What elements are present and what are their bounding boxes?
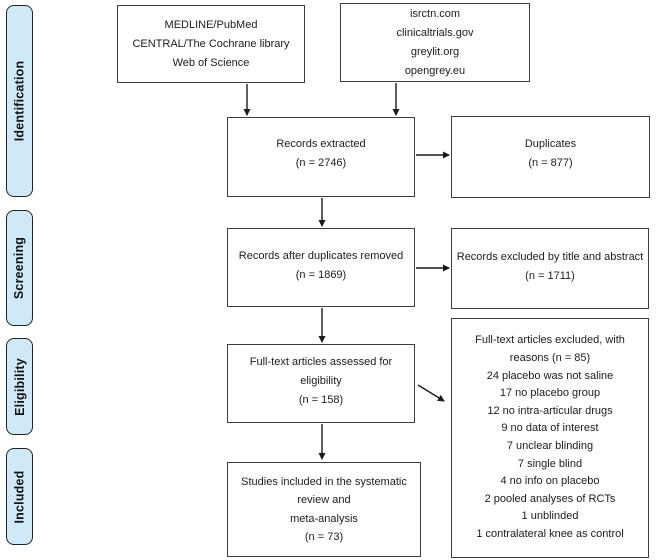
box-records-after-duplicates: Records after duplicates removed (n = 186…: [227, 228, 415, 307]
box-fulltext-excluded-reasons: Full-text articles excluded, with reasons…: [451, 318, 649, 558]
box-line: MEDLINE/PubMed: [164, 18, 258, 31]
box-line: Records after duplicates removed: [238, 250, 404, 262]
box-line: Duplicates: [524, 138, 577, 150]
box-line: 9 no data of interest: [501, 422, 599, 435]
box-line: (n = 158): [298, 394, 344, 406]
box-line: 1 unblinded: [521, 510, 579, 523]
box-duplicates: Duplicates (n = 877): [451, 116, 650, 198]
box-line: clinicaltrials.gov: [396, 26, 474, 39]
box-line: 12 no intra-articular drugs: [487, 404, 613, 417]
box-line: greylit.org: [410, 45, 460, 58]
box-line: 7 unclear blinding: [506, 440, 594, 452]
box-line: (n = 1711): [525, 270, 575, 282]
box-registry-sources: isrctn.com clinicaltrials.gov greylit.org o…: [340, 3, 530, 82]
box-line: Full-text articles assessed for: [249, 356, 393, 368]
box-line: (n = 877): [528, 157, 573, 169]
box-line: review and: [297, 494, 351, 506]
box-line: reasons (n = 85): [509, 352, 591, 365]
stage-eligibility-label: Eligibility: [12, 357, 27, 416]
box-line: Records extracted: [276, 138, 366, 150]
box-line: Web of Science: [172, 56, 250, 69]
box-line: 17 no placebo group: [499, 387, 601, 400]
box-line: meta-analysis: [290, 512, 358, 525]
box-line: 2 pooled analyses of RCTs: [484, 492, 616, 505]
box-line: Full-text articles excluded, with: [475, 334, 625, 347]
box-records-extracted: Records extracted (n = 2746): [227, 117, 415, 197]
box-line: 24 placebo was not saline: [486, 369, 614, 382]
stage-screening-label: Screening: [12, 236, 27, 300]
box-line: opengrey.eu: [404, 64, 466, 77]
arrow-assessed-to-fulltext-excluded: [417, 384, 445, 402]
box-line: 4 no info on placebo: [500, 475, 600, 488]
box-records-excluded-title-abstract: Records excluded by title and abstract (n…: [451, 228, 649, 309]
stage-screening: Screening: [6, 210, 33, 326]
box-line: isrctn.com: [409, 7, 461, 20]
box-line: Studies included in the systematic: [241, 475, 407, 488]
box-line: 7 single blind: [517, 457, 583, 470]
box-line: (n = 73): [304, 531, 344, 543]
box-line: (n = 2746): [295, 157, 347, 169]
box-line: CENTRAL/The Cochrane library: [132, 37, 290, 50]
box-line: eligibility: [300, 375, 342, 387]
box-line: (n = 1869): [295, 269, 347, 281]
stage-identification-label: Identification: [12, 60, 27, 142]
stage-included: Included: [6, 448, 33, 545]
box-line: 1 contralateral knee as control: [476, 527, 624, 540]
stage-identification: Identification: [6, 5, 33, 197]
stage-eligibility: Eligibility: [6, 338, 33, 435]
box-line: Records excluded by title and abstract: [456, 251, 644, 263]
box-studies-included: Studies included in the systematic review…: [227, 462, 421, 557]
stage-included-label: Included: [12, 470, 27, 523]
box-fulltext-assessed: Full-text articles assessed for eligibili…: [227, 344, 415, 423]
